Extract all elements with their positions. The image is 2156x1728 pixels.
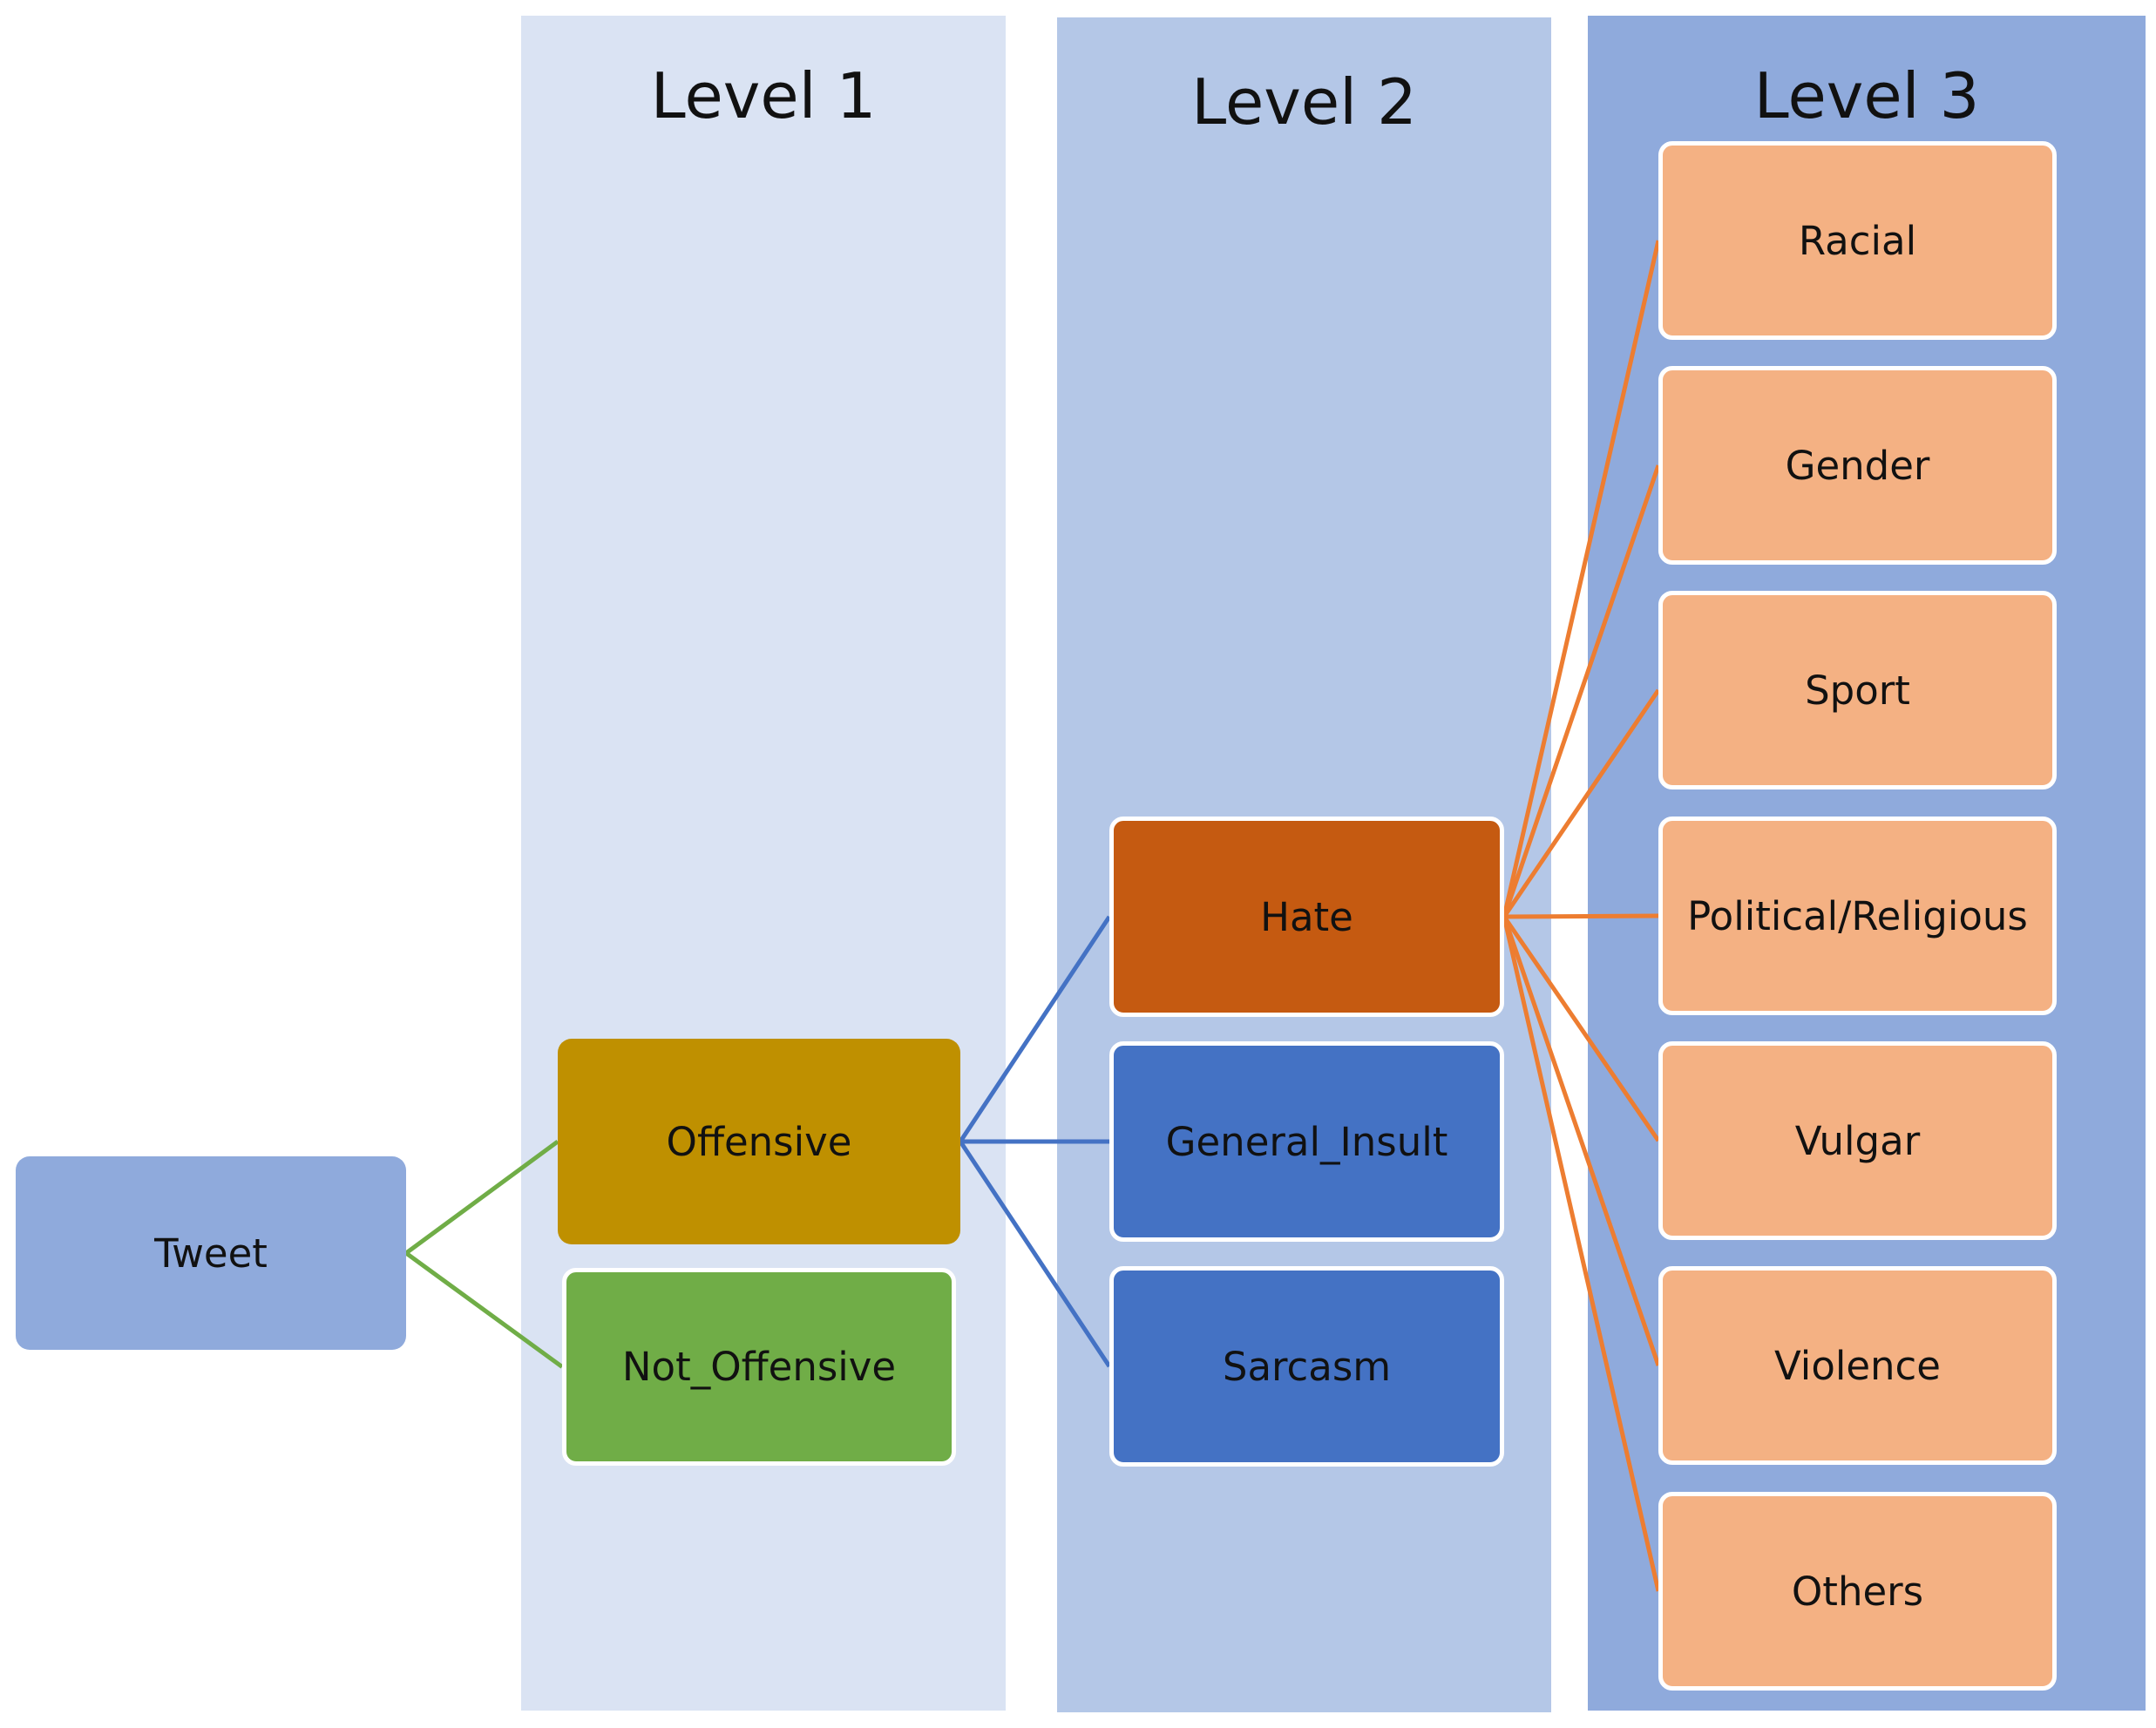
edge-tweet-not_offensive <box>404 1250 564 1369</box>
node-sport-label: Sport <box>1805 667 1910 714</box>
level-1-title: Level 1 <box>650 59 877 132</box>
node-tweet: Tweet <box>16 1156 406 1350</box>
node-racial-label: Racial <box>1798 217 1917 264</box>
edge-hate-political_religious <box>1503 913 1659 919</box>
node-sport: Sport <box>1658 591 2057 789</box>
node-general-insult-label: General_Insult <box>1165 1118 1448 1165</box>
node-offensive: Offensive <box>558 1039 960 1244</box>
node-others-label: Others <box>1791 1568 1924 1615</box>
node-not-offensive-label: Not_Offensive <box>621 1344 897 1390</box>
node-violence-label: Violence <box>1774 1342 1941 1389</box>
node-sarcasm-label: Sarcasm <box>1222 1343 1392 1390</box>
edge-hate-sport <box>1502 688 1661 918</box>
node-not-offensive: Not_Offensive <box>562 1268 956 1466</box>
edge-hate-racial <box>1502 240 1661 918</box>
node-general-insult: General_Insult <box>1109 1041 1504 1242</box>
node-vulgar: Vulgar <box>1658 1041 2057 1240</box>
level-3-title: Level 3 <box>1753 59 1980 132</box>
node-sarcasm: Sarcasm <box>1109 1266 1504 1467</box>
node-political-religious-label: Political/Religious <box>1687 892 2028 939</box>
edge-hate-vulgar <box>1502 915 1661 1142</box>
node-offensive-label: Offensive <box>666 1118 852 1165</box>
edge-tweet-offensive <box>404 1139 559 1256</box>
node-violence: Violence <box>1658 1266 2057 1465</box>
level-2-title: Level 2 <box>1191 65 1417 139</box>
edge-hate-gender <box>1502 464 1661 918</box>
node-political-religious: Political/Religious <box>1658 817 2057 1015</box>
edge-hate-others <box>1502 916 1661 1592</box>
node-gender-label: Gender <box>1785 442 1930 489</box>
edge-hate-violence <box>1502 916 1661 1366</box>
node-hate: Hate <box>1109 817 1504 1017</box>
node-hate-label: Hate <box>1260 893 1353 940</box>
node-racial: Racial <box>1658 141 2057 340</box>
edge-offensive-sarcasm <box>958 1140 1112 1368</box>
edge-offensive-hate <box>958 915 1112 1143</box>
node-vulgar-label: Vulgar <box>1794 1117 1921 1164</box>
node-tweet-label: Tweet <box>154 1230 268 1277</box>
node-gender: Gender <box>1658 366 2057 565</box>
node-others: Others <box>1658 1492 2057 1691</box>
